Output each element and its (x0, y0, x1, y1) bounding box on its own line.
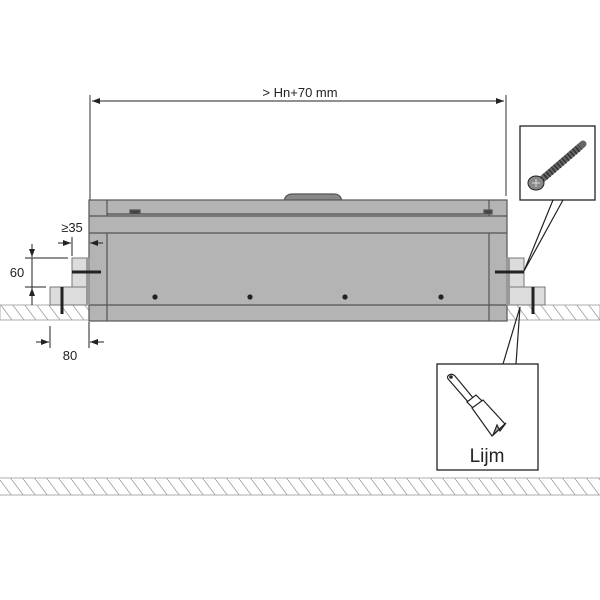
screw-callout (519, 125, 596, 272)
overlap-label: ≥35 (61, 220, 83, 235)
paintbrush-icon (446, 373, 507, 437)
overall-width-label: > Hn+70 mm (262, 85, 337, 100)
overall-width-dimension (89, 95, 507, 200)
lower-floor (0, 477, 600, 496)
glue-callout: Lijm (436, 306, 539, 471)
width-label: 80 (63, 348, 77, 363)
height-dimension (25, 244, 68, 305)
glue-label: Lijm (470, 446, 505, 467)
screw-icon (527, 140, 587, 191)
fixing-holes (152, 294, 444, 300)
right-mounting-blocks (495, 257, 546, 314)
width-dimension (36, 322, 104, 348)
frame-box (88, 193, 508, 322)
height-label: 60 (10, 265, 24, 280)
upper-floor (0, 304, 600, 321)
overlap-dimension (58, 237, 103, 256)
left-mounting-blocks (49, 257, 101, 314)
